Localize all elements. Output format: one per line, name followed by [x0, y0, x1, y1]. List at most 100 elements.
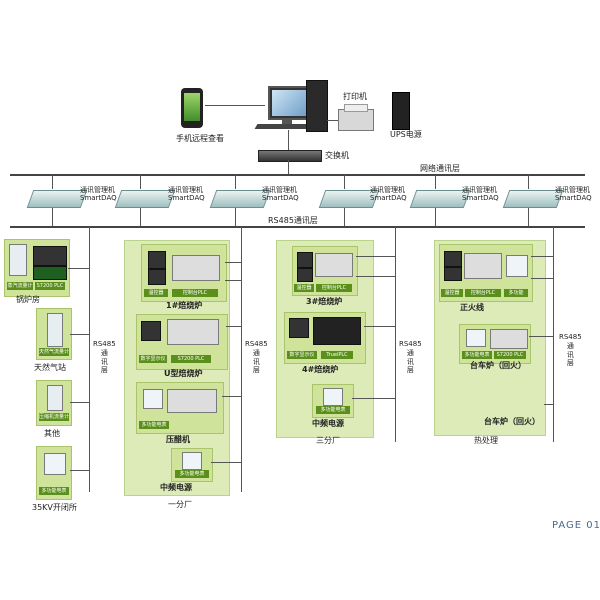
- tap-left-4: [70, 470, 89, 471]
- ws3-mf-title: 中频电源: [312, 419, 344, 428]
- phone-screen: [184, 93, 200, 121]
- tap-left-2: [70, 334, 89, 335]
- tap-ws1-1: [225, 262, 241, 263]
- steam-meter-label: 蒸汽流量计: [7, 282, 33, 290]
- ws3-furnace4-box: 数字显示仪 TrueiPLC: [284, 312, 366, 364]
- ws1-mf-meter-icon: [182, 452, 202, 470]
- monitor-screen: [272, 90, 306, 116]
- ws1-press-title: 压醋机: [166, 435, 190, 444]
- rs485-side-3: RS485 通 讯 层: [399, 340, 422, 375]
- network-layer-label: 网络通讯层: [420, 164, 460, 173]
- gw1-down: [52, 208, 53, 226]
- gas-title: 天然气站: [34, 363, 66, 372]
- ws1-f1-label-1: 温控器: [144, 289, 168, 297]
- ws1-press-box: 多功能电表: [136, 382, 224, 434]
- keyboard: [254, 124, 314, 129]
- ws1-plc-icon: [172, 255, 220, 281]
- rs485-side-1: RS485 通 讯 层: [93, 340, 116, 375]
- gateway-1: [26, 190, 88, 208]
- rs485-side-2-top: RS485: [245, 340, 268, 348]
- heat-plc-icon: [464, 253, 502, 279]
- rs485-side-1-top: RS485: [93, 340, 116, 348]
- heat-temp-controller-icon-2: [444, 267, 462, 281]
- rs485-side-2-c3: 层: [252, 366, 260, 375]
- ws1-furnace1-box: 温控器 控制台PLC: [141, 244, 227, 302]
- heat-temp-controller-icon: [444, 251, 462, 267]
- monitor-stand: [282, 119, 292, 124]
- rs485-side-1-c2: 讯: [100, 357, 108, 366]
- rs485-bus: [10, 226, 585, 228]
- gw3-uplink: [235, 175, 236, 189]
- ws3-digital-display-icon: [289, 318, 309, 338]
- power-meter-label: 多功能电表: [39, 487, 69, 495]
- tap-heat-2: [531, 278, 553, 279]
- printer-label: 打印机: [343, 92, 367, 101]
- power-meter-icon: [44, 453, 66, 475]
- phone-to-pc-line: [205, 105, 265, 106]
- gw3-down: [235, 208, 236, 226]
- monitor: [268, 86, 310, 120]
- steam-meter-icon: [9, 244, 27, 276]
- heat-bogie2-title: 台车炉（回火）: [484, 417, 540, 426]
- heat-caption: 热处理: [474, 436, 498, 445]
- heat-bogie-plc-icon: [490, 329, 528, 349]
- ws1-f1-label-2: 控制台PLC: [172, 289, 218, 297]
- rs485-side-2-c2: 讯: [252, 357, 260, 366]
- tap-heat-1: [531, 256, 553, 257]
- ws3-f4-label-1: 数字显示仪: [287, 351, 317, 359]
- ws3-true-plc-icon: [313, 317, 361, 345]
- printer-link-line: [327, 120, 338, 121]
- rs485-side-4: RS485 通 讯 层: [559, 333, 582, 368]
- ws3-f3-label-2: 控制台PLC: [316, 284, 352, 292]
- other-title: 其他: [44, 429, 60, 438]
- compressor-panel: 压缩机流量计: [36, 380, 72, 426]
- heat-b1-label-2: S7200 PLC: [494, 351, 526, 359]
- ws1-press-plc-icon: [167, 389, 217, 413]
- ws3-plc-icon: [315, 253, 353, 277]
- ws3-furnace3-box: 温控器 控制台PLC: [292, 246, 358, 296]
- ws1-ufurnace-title: U型焙烧炉: [164, 369, 203, 378]
- tap-ws1-3: [226, 326, 241, 327]
- pc-to-switch-line: [288, 130, 289, 150]
- network-bus: [10, 174, 585, 176]
- ws1-power-meter-icon: [143, 389, 163, 409]
- heat-multi-meter-icon: [506, 255, 528, 277]
- gw5-down: [435, 208, 436, 226]
- gw5-uplink: [435, 175, 436, 189]
- tap-ws1-2: [225, 280, 241, 281]
- ws3-furnace3-title: 3#焙烧炉: [306, 297, 343, 306]
- ws3-mf-meter-icon: [323, 388, 343, 406]
- ws1-temp-controller-icon: [148, 251, 166, 269]
- rs485-side-3-c3: 层: [406, 366, 414, 375]
- ws1-mf-box: 多功能电表: [171, 448, 213, 482]
- heat-n-label-1: 温控器: [441, 289, 463, 297]
- rs485-side-4-c1: 通: [566, 341, 574, 350]
- gw6-down: [528, 208, 529, 226]
- printer: [338, 109, 374, 131]
- tap-ws3-4: [352, 398, 395, 399]
- rs485-layer-label: RS485通讯层: [268, 216, 318, 225]
- gas-meter-icon: [47, 313, 63, 347]
- phone: [181, 88, 203, 128]
- boiler-plc-label: S7200 PLC: [35, 282, 65, 290]
- ws1-s7200-icon: [167, 319, 219, 345]
- ws3-temp-controller-icon: [297, 252, 313, 268]
- rs485-side-3-c1: 通: [406, 348, 414, 357]
- ws1-temp-controller-icon-2: [148, 269, 166, 285]
- printer-tray: [344, 104, 368, 112]
- pc-tower: [306, 80, 328, 132]
- compressor-meter-label: 压缩机流量计: [39, 413, 69, 421]
- gw4-uplink: [344, 175, 345, 189]
- trunk-left: [89, 227, 90, 492]
- ws1-digital-display-icon: [141, 321, 161, 341]
- tap-ws1-4: [222, 396, 241, 397]
- gw6-uplink: [528, 175, 529, 189]
- heat-bogie1-title: 台车炉（回火）: [470, 361, 526, 370]
- rs485-side-4-c3: 层: [566, 359, 574, 368]
- ws3-f4-label-2: TrueiPLC: [321, 351, 353, 359]
- rs485-side-2-c1: 通: [252, 348, 260, 357]
- tap-left-1: [68, 268, 89, 269]
- boiler-panel: 蒸汽流量计 S7200 PLC: [4, 239, 70, 297]
